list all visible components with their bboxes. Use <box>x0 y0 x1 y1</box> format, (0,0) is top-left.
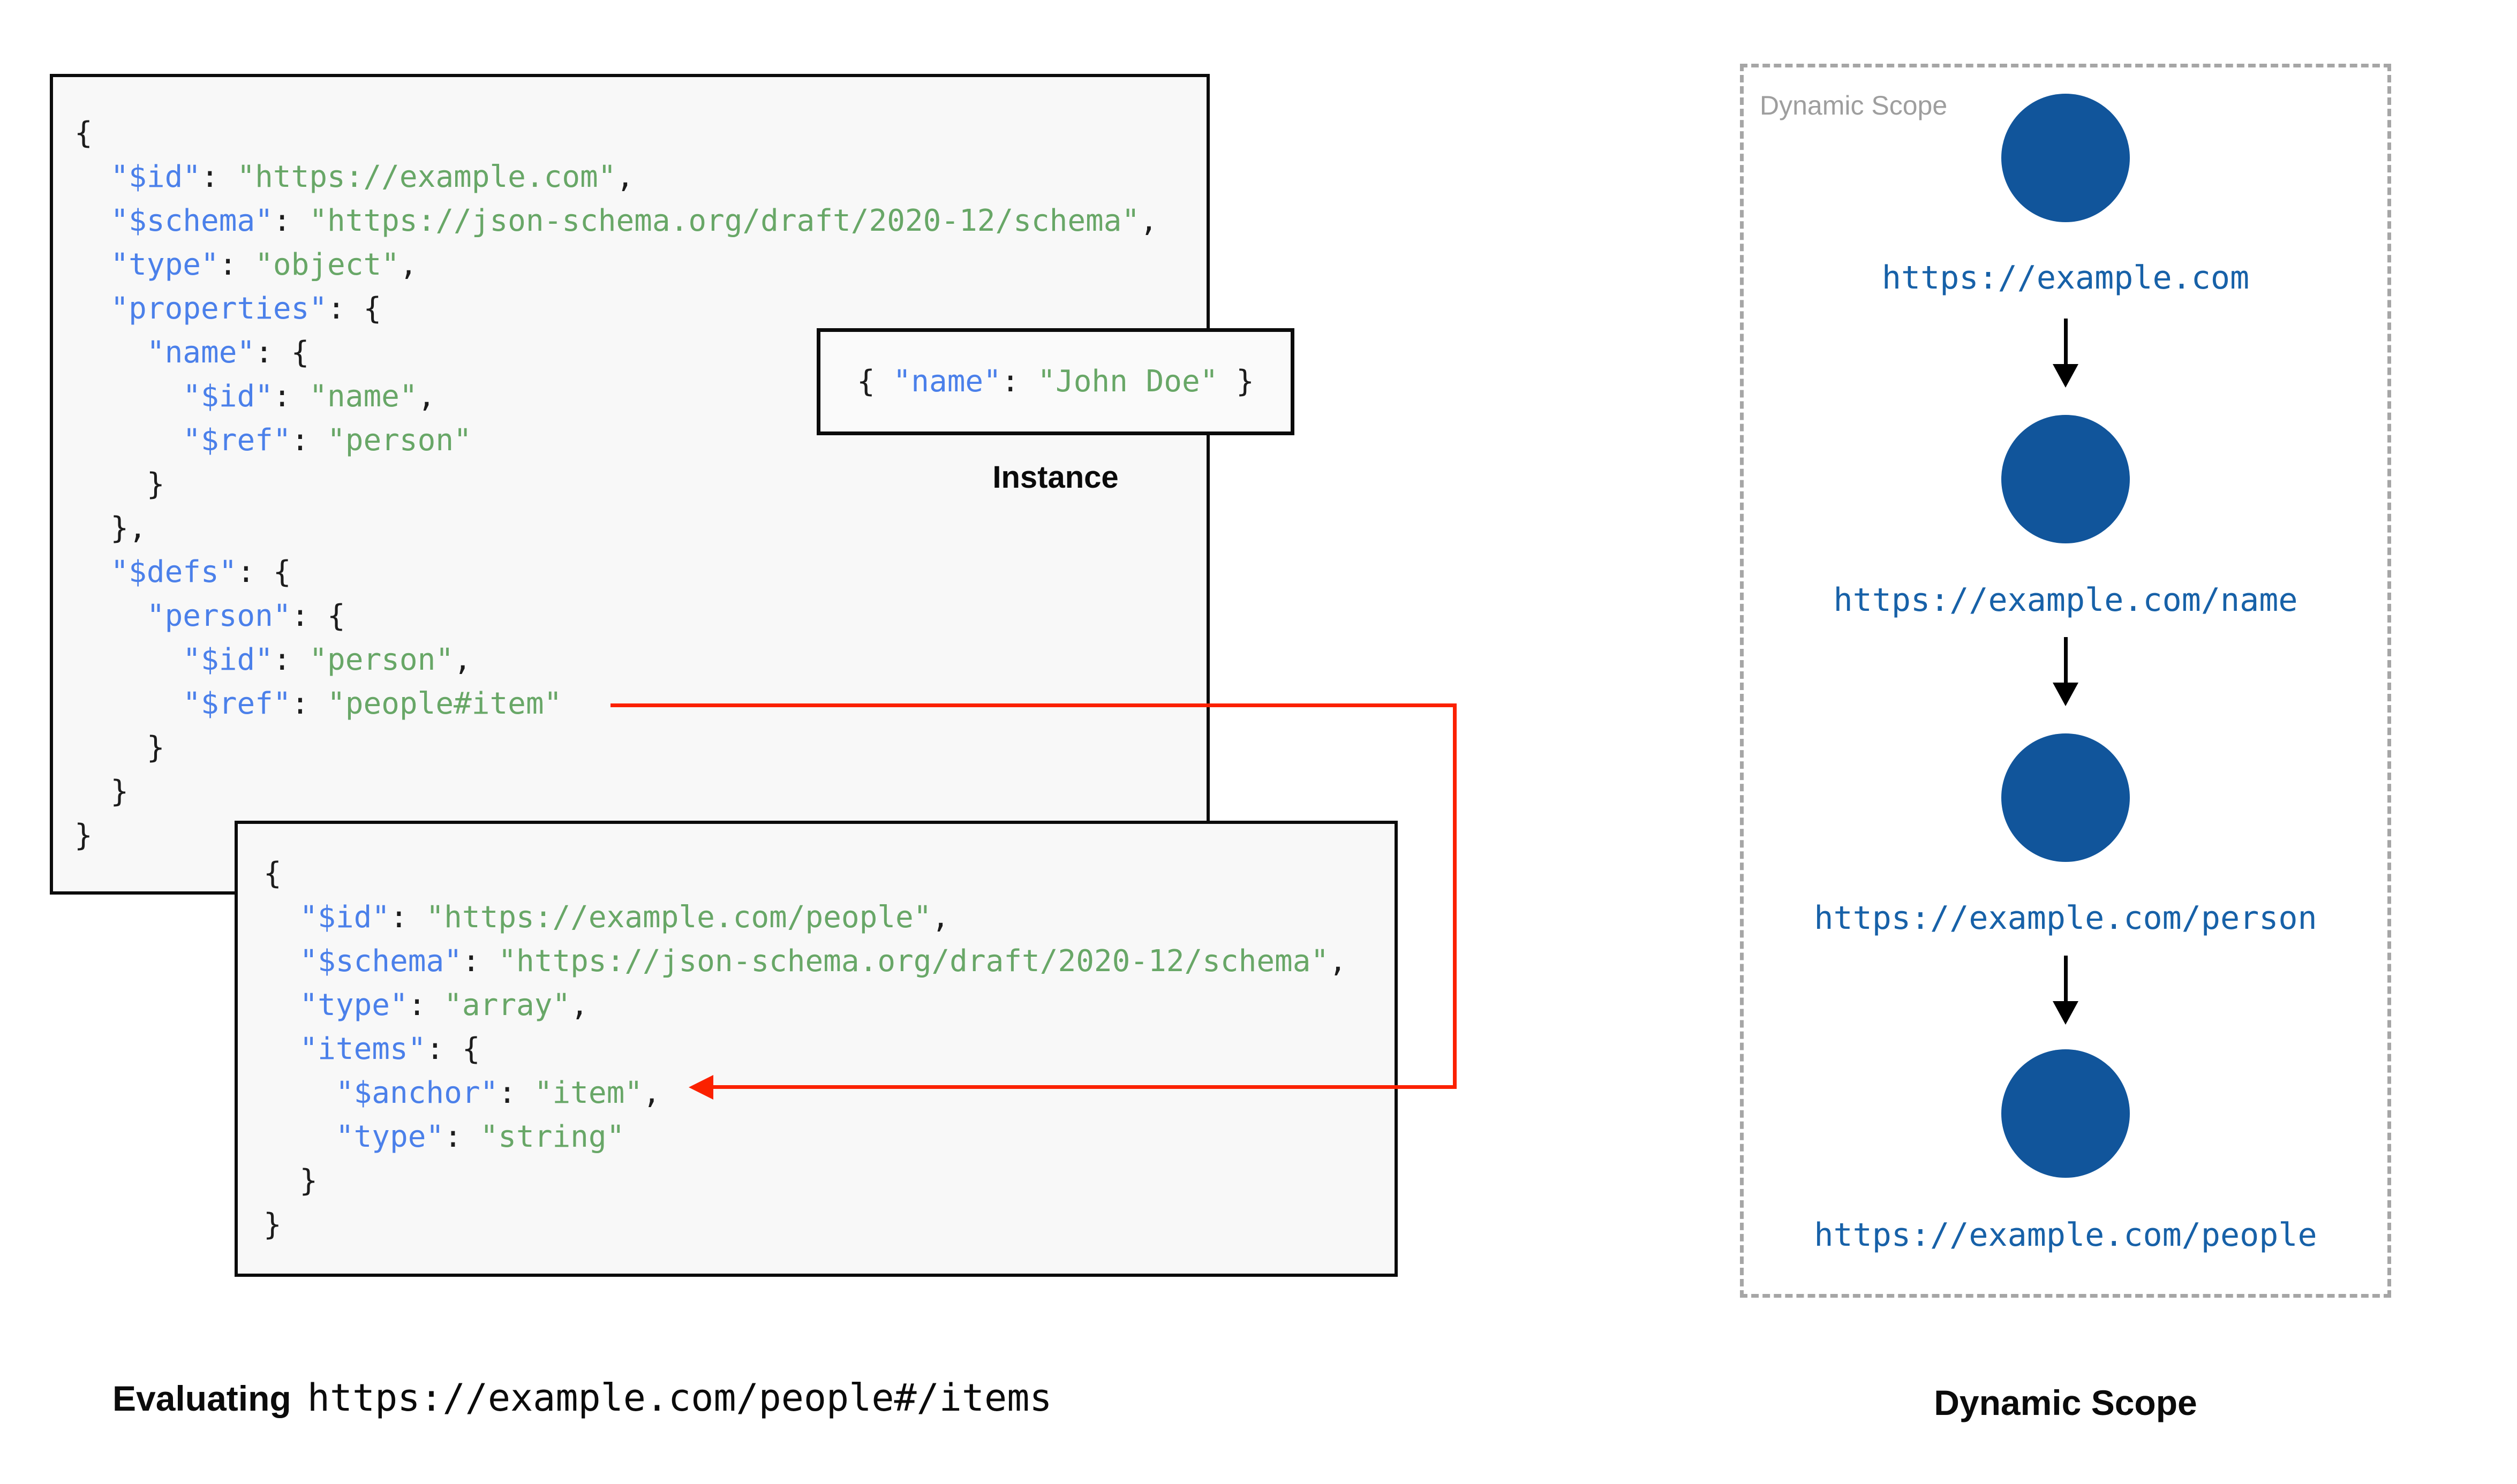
scope-node-circle <box>2001 94 2130 222</box>
scope-node-circle <box>2001 415 2130 543</box>
schema-people-code: { "$id": "https://example.com/people", "… <box>263 856 1347 1242</box>
ref-arrow-segment-right <box>1453 703 1457 1089</box>
schema-root-code: { "$id": "https://example.com", "$schema… <box>74 116 1158 853</box>
scope-node-label: https://example.com/name <box>1833 581 2298 619</box>
ref-arrow-segment-top <box>611 703 1457 707</box>
scope-node-circle <box>2001 1049 2130 1178</box>
instance-box: { "name": "John Doe" } <box>817 328 1294 435</box>
scope-down-arrow-icon <box>2053 637 2078 706</box>
evaluating-caption: Evaluating https://example.com/people#/i… <box>112 1376 1052 1420</box>
scope-down-arrow-icon <box>2053 319 2078 388</box>
scope-node-label: https://example.com/person <box>1814 899 2317 937</box>
evaluating-caption-uri: https://example.com/people#/items <box>307 1376 1052 1420</box>
ref-arrow-segment-bottom <box>712 1085 1457 1089</box>
instance-caption: Instance <box>992 460 1119 495</box>
schema-root-box: { "$id": "https://example.com", "$schema… <box>50 74 1210 895</box>
scope-node-label: https://example.com/people <box>1814 1216 2317 1254</box>
scope-node-label: https://example.com <box>1881 259 2250 297</box>
scope-node-circle <box>2001 733 2130 862</box>
dynamic-scope-panel-label: Dynamic Scope <box>1760 90 1948 120</box>
evaluating-caption-bold: Evaluating <box>112 1379 291 1418</box>
schema-people-box: { "$id": "https://example.com/people", "… <box>235 821 1398 1277</box>
ref-arrowhead-icon <box>689 1075 713 1100</box>
dynamic-scope-caption: Dynamic Scope <box>1934 1383 2197 1422</box>
dynamic-scope-panel: Dynamic Scope https://example.com https:/… <box>1740 64 2391 1298</box>
scope-down-arrow-icon <box>2053 956 2078 1025</box>
instance-code: { "name": "John Doe" } <box>857 364 1254 399</box>
